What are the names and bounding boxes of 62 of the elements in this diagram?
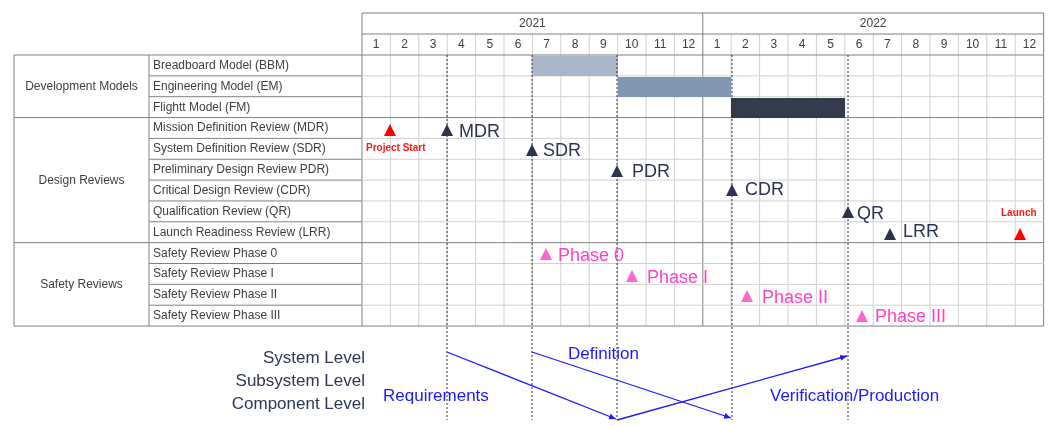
month-label: 10: [625, 37, 639, 52]
row-label: Mission Definition Review (MDR): [153, 120, 329, 136]
month-label: 8: [571, 37, 579, 52]
milestone-label: Phase I: [647, 265, 709, 289]
milestone-label: CDR: [745, 177, 784, 201]
month-label: 12: [1022, 37, 1037, 52]
month-label: 10: [965, 37, 980, 52]
milestone-label: PDR: [632, 159, 670, 183]
month-label: 6: [855, 37, 863, 52]
month-label: 1: [372, 37, 380, 52]
milestone-label: Project Start: [366, 141, 426, 155]
month-label: 9: [600, 37, 607, 52]
row-label: Safety Review Phase III: [153, 308, 281, 324]
phase-label: Requirements: [383, 385, 489, 407]
milestone-label: SDR: [543, 138, 581, 162]
milestone-label: QR: [857, 201, 884, 225]
month-label: 5: [486, 37, 494, 52]
group-label: Safety Reviews: [40, 276, 123, 292]
month-label: 7: [884, 37, 891, 52]
milestone-label: Phase 0: [558, 243, 625, 267]
row-label: Critical Design Review (CDR): [153, 183, 311, 198]
month-label: 4: [458, 37, 465, 52]
month-label: 5: [827, 37, 834, 52]
row-label: Qualification Review (QR): [153, 203, 292, 219]
month-label: 1: [713, 37, 721, 52]
phase-label: Definition: [568, 343, 639, 365]
row-label: Safety Review Phase II: [153, 287, 278, 303]
year-label: 2021: [519, 16, 546, 31]
month-label: 11: [994, 37, 1008, 52]
level-label: Component Level: [231, 393, 365, 415]
month-label: 6: [514, 37, 522, 52]
milestone-label: MDR: [459, 119, 500, 143]
phase-label: Verification/Production: [770, 385, 940, 407]
level-label: Subsystem Level: [235, 370, 365, 392]
month-label: 11: [653, 37, 667, 52]
month-label: 4: [798, 37, 806, 52]
gantt-bar: [532, 56, 618, 76]
row-label: Preliminary Design Review PDR): [153, 162, 330, 178]
row-label: Flightt Model (FM): [153, 99, 251, 115]
month-label: 9: [940, 37, 948, 52]
month-label: 8: [912, 37, 920, 52]
milestone-label: Phase II: [762, 285, 829, 309]
row-label: System Definition Review (SDR): [153, 141, 326, 157]
month-label: 3: [770, 37, 778, 52]
row-label: Engineering Model (EM): [153, 78, 283, 94]
month-label: 3: [429, 37, 437, 52]
group-label: Development Models: [25, 78, 138, 94]
row-label: Safety Review Phase I: [153, 266, 274, 282]
year-label: 2022: [859, 16, 887, 31]
month-label: 12: [681, 37, 696, 52]
gantt-bar: [731, 97, 845, 118]
row-label: Launch Readiness Review (LRR): [153, 224, 331, 240]
row-label: Breadboard Model (BBM): [153, 57, 290, 73]
month-label: 2: [742, 37, 749, 52]
row-label: Safety Review Phase 0: [153, 245, 278, 261]
milestone-label: Launch: [1001, 206, 1037, 220]
group-label: Design Reviews: [38, 172, 125, 188]
month-label: 2: [401, 37, 408, 52]
milestone-label: LRR: [903, 219, 939, 243]
milestone-label: Phase III: [875, 304, 947, 328]
level-label: System Level: [262, 347, 365, 369]
month-label: 7: [543, 37, 550, 52]
